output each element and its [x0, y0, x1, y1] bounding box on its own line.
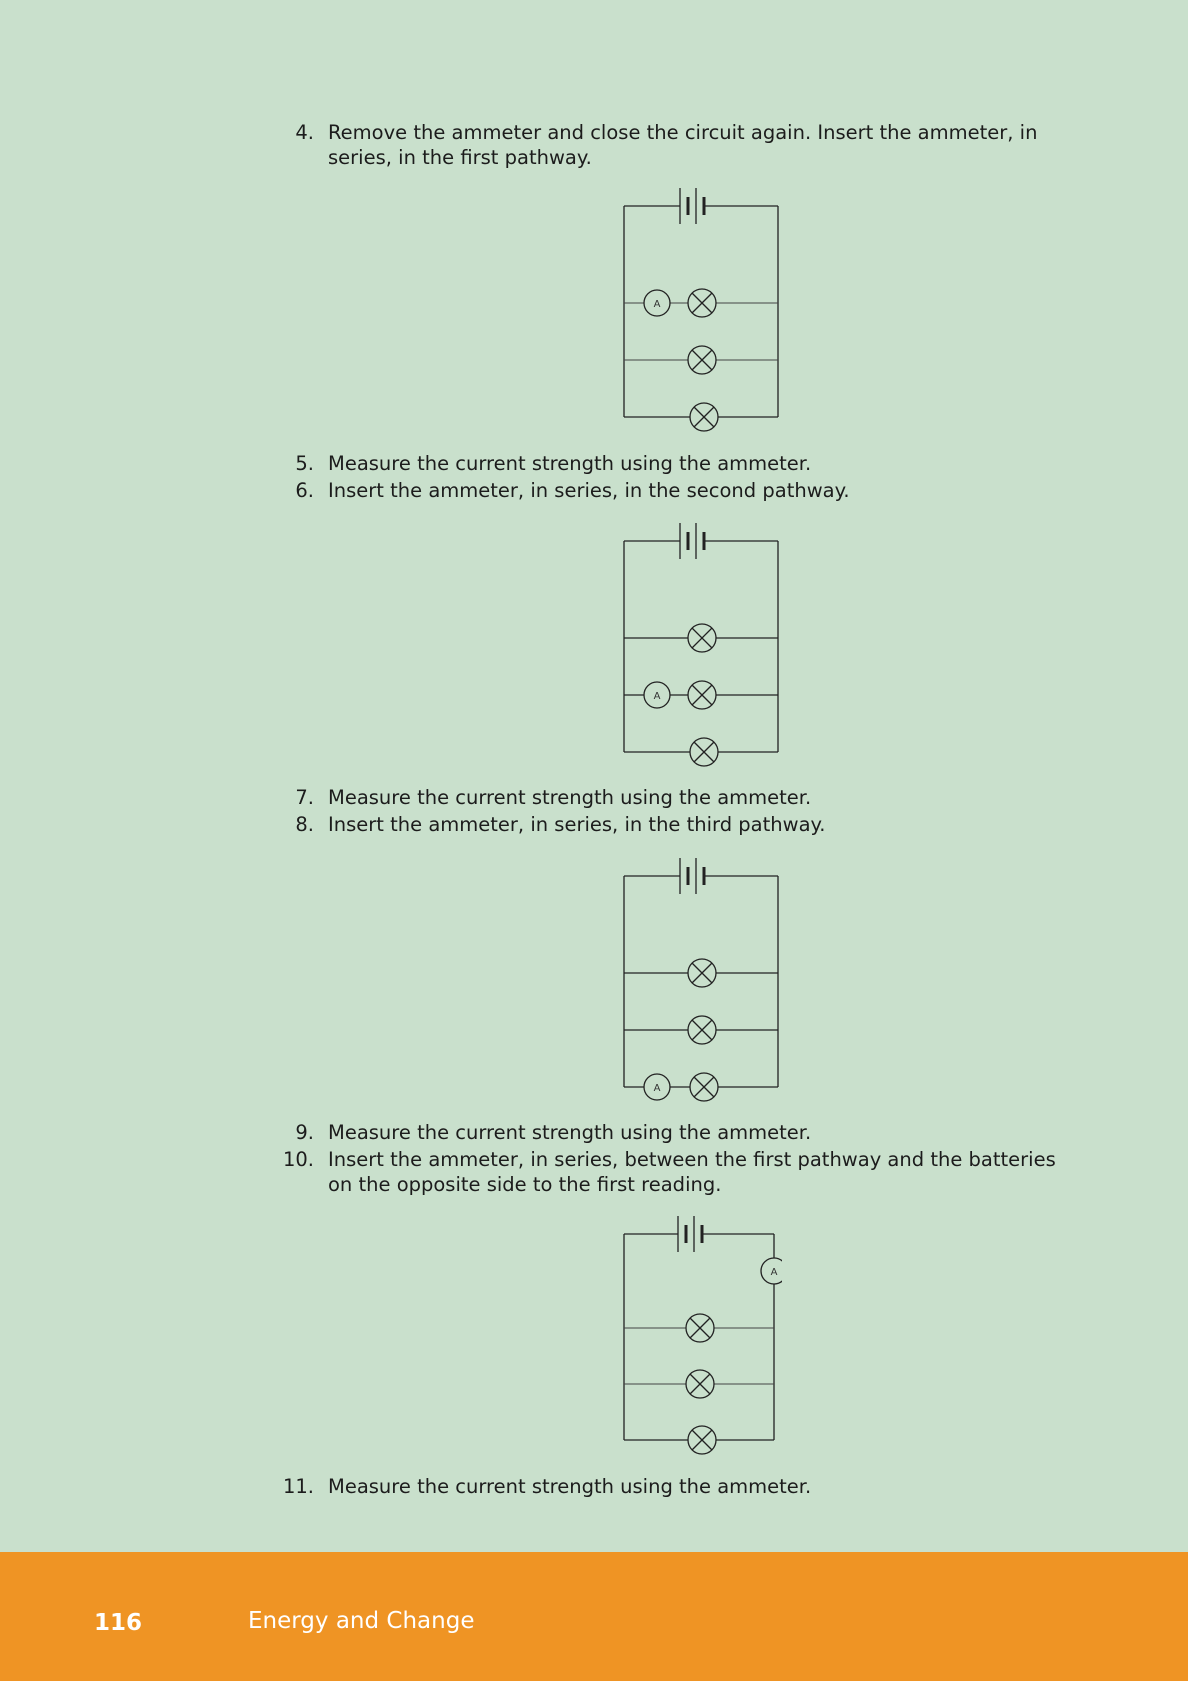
battery-icon [624, 1216, 774, 1252]
step-11: 11. Measure the current strength using t… [283, 1474, 1070, 1499]
ammeter-icon: A [643, 289, 671, 317]
step-number: 7. [295, 786, 314, 809]
step-number: 11. [282, 1475, 314, 1498]
step-text: Measure the current strength using the a… [328, 786, 812, 809]
step-7: 7. Measure the current strength using th… [290, 785, 1070, 810]
bulb-icon [687, 1425, 717, 1455]
battery-icon [624, 188, 778, 224]
circuit-diagram-ammeter-second-pathway: A [623, 523, 779, 767]
step-number: 8. [295, 813, 314, 836]
step-5: 5. Measure the current strength using th… [290, 451, 1070, 476]
bulb-icon [689, 402, 719, 432]
step-6: 6. Insert the ammeter, in series, in the… [290, 478, 1070, 503]
step-text: Measure the current strength using the a… [328, 1121, 812, 1144]
battery-icon [624, 858, 778, 894]
bulb-icon [687, 680, 717, 710]
bulb-icon [687, 288, 717, 318]
step-text: Remove the ammeter and close the circuit… [328, 121, 1038, 169]
bulb-icon [689, 1072, 719, 1102]
step-text: Insert the ammeter, in series, in the th… [328, 813, 826, 836]
step-number: 6. [295, 479, 314, 502]
ammeter-icon: A [643, 1073, 671, 1101]
bulb-icon [687, 623, 717, 653]
bulb-icon [685, 1369, 715, 1399]
page-number: 116 [94, 1610, 143, 1636]
step-number: 5. [295, 452, 314, 475]
circuit-diagram-ammeter-main-line: A [623, 1216, 782, 1455]
step-text: Insert the ammeter, in series, between t… [328, 1148, 1056, 1196]
bulb-icon [689, 737, 719, 767]
svg-text:A: A [771, 1267, 778, 1278]
bulb-icon [687, 1015, 717, 1045]
chapter-title: Energy and Change [248, 1608, 475, 1634]
page-footer: 116 Energy and Change [0, 1552, 1188, 1681]
bulb-icon [685, 1313, 715, 1343]
step-8: 8. Insert the ammeter, in series, in the… [290, 812, 1070, 837]
step-number: 4. [295, 121, 314, 144]
step-text: Measure the current strength using the a… [328, 1475, 812, 1498]
svg-text:A: A [654, 691, 661, 702]
step-number: 10. [282, 1148, 314, 1171]
step-10: 10. Insert the ammeter, in series, betwe… [283, 1147, 1070, 1197]
circuit-diagram-ammeter-third-pathway: A [623, 858, 779, 1102]
step-9: 9. Measure the current strength using th… [290, 1120, 1070, 1145]
bulb-icon [687, 345, 717, 375]
ammeter-icon: A [643, 681, 671, 709]
step-number: 9. [295, 1121, 314, 1144]
circuit-diagram-ammeter-first-pathway: A [623, 188, 779, 432]
step-text: Measure the current strength using the a… [328, 452, 812, 475]
step-4: 4. Remove the ammeter and close the circ… [290, 120, 1070, 170]
ammeter-icon: A [760, 1257, 782, 1285]
battery-icon [624, 523, 778, 559]
bulb-icon [687, 958, 717, 988]
svg-text:A: A [654, 299, 661, 310]
step-text: Insert the ammeter, in series, in the se… [328, 479, 850, 502]
svg-text:A: A [654, 1083, 661, 1094]
